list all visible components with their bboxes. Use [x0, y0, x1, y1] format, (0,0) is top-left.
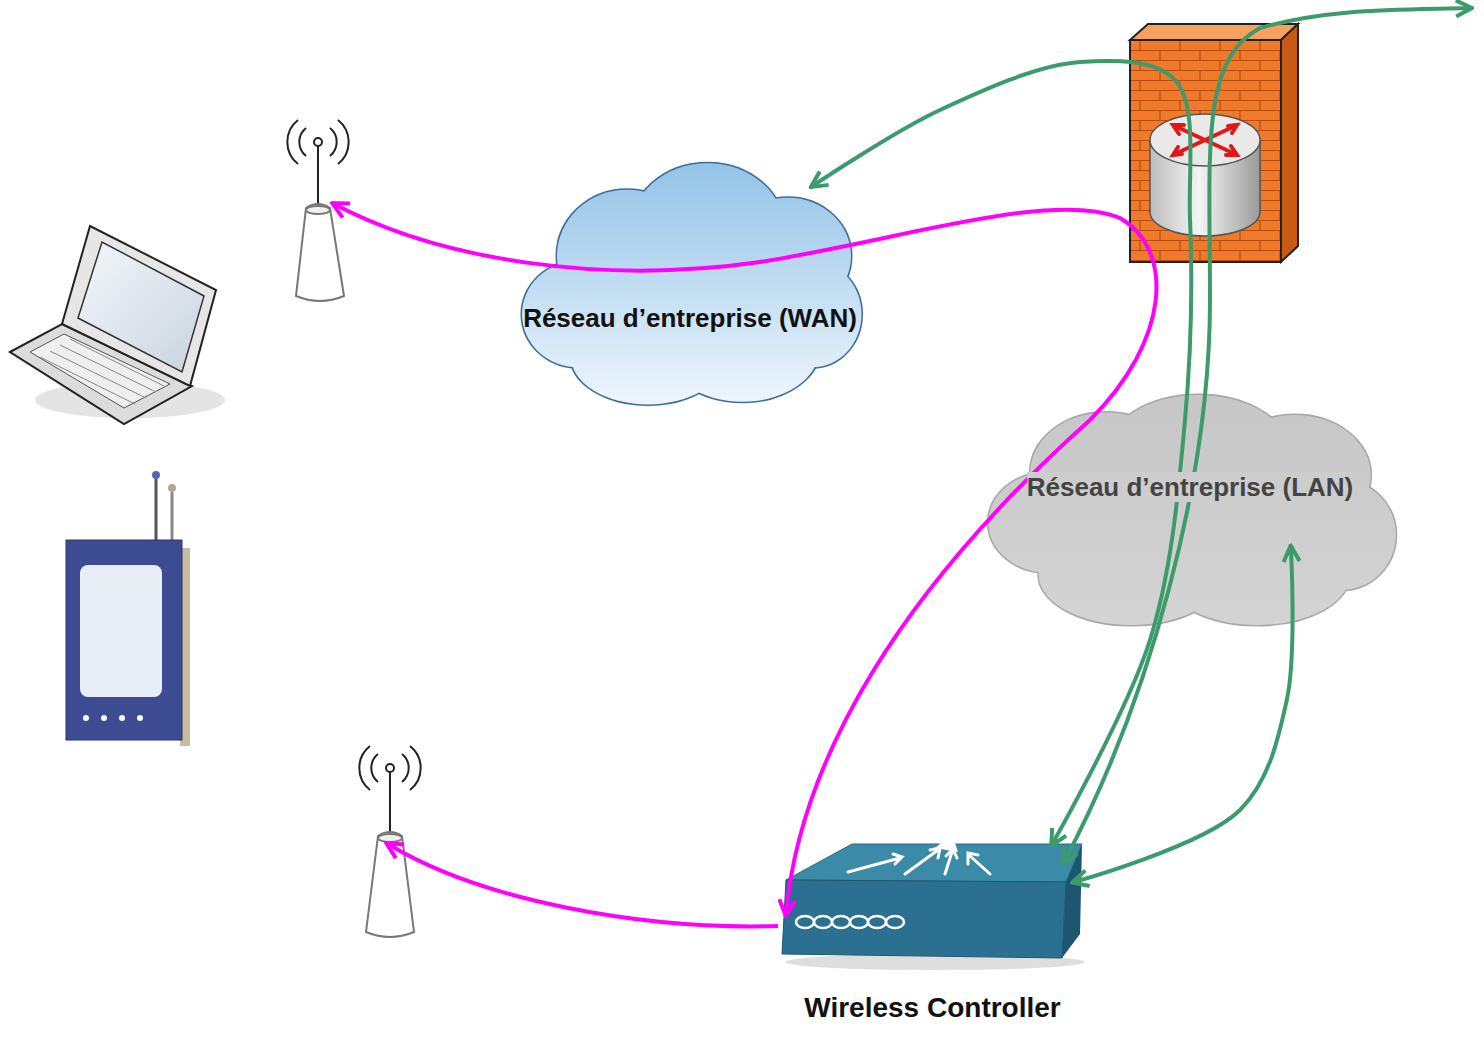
- node-label: Réseau d’entreprise (WAN): [523, 303, 857, 333]
- text-line: Wireless Controller: [753, 990, 1113, 1026]
- node-label: Wireless Controller: [804, 992, 1060, 1023]
- access-point: [287, 120, 348, 301]
- wireless-controller: Wireless Controller: [775, 840, 1090, 965]
- wireless-link: [334, 204, 1156, 914]
- mobile-phone: [66, 471, 190, 746]
- text-holder: Réseau d’entreprise (LAN): [1019, 471, 1362, 505]
- text-holder: Réseau d’entreprise (WAN): [515, 302, 865, 336]
- node-label: Réseau d’entreprise (LAN): [1027, 472, 1354, 502]
- laptop: [10, 226, 225, 424]
- lan-cloud: Réseau d’entreprise (LAN): [980, 385, 1400, 635]
- wireless-controller-icon: [782, 834, 1085, 970]
- text-line: Réseau d’entreprise (LAN): [1019, 471, 1362, 505]
- text-line: Réseau d’entreprise (WAN): [515, 302, 865, 336]
- text-holder: Wireless Controller: [753, 990, 1113, 1026]
- internet-link: [1064, 8, 1470, 862]
- firewall-router: [1130, 24, 1298, 262]
- access-point: [359, 746, 420, 937]
- wireless-link: [388, 844, 778, 926]
- cloud-outline: [515, 150, 865, 415]
- wan-cloud: Réseau d’entreprise (WAN): [515, 150, 865, 415]
- cloud-outline: [980, 385, 1400, 635]
